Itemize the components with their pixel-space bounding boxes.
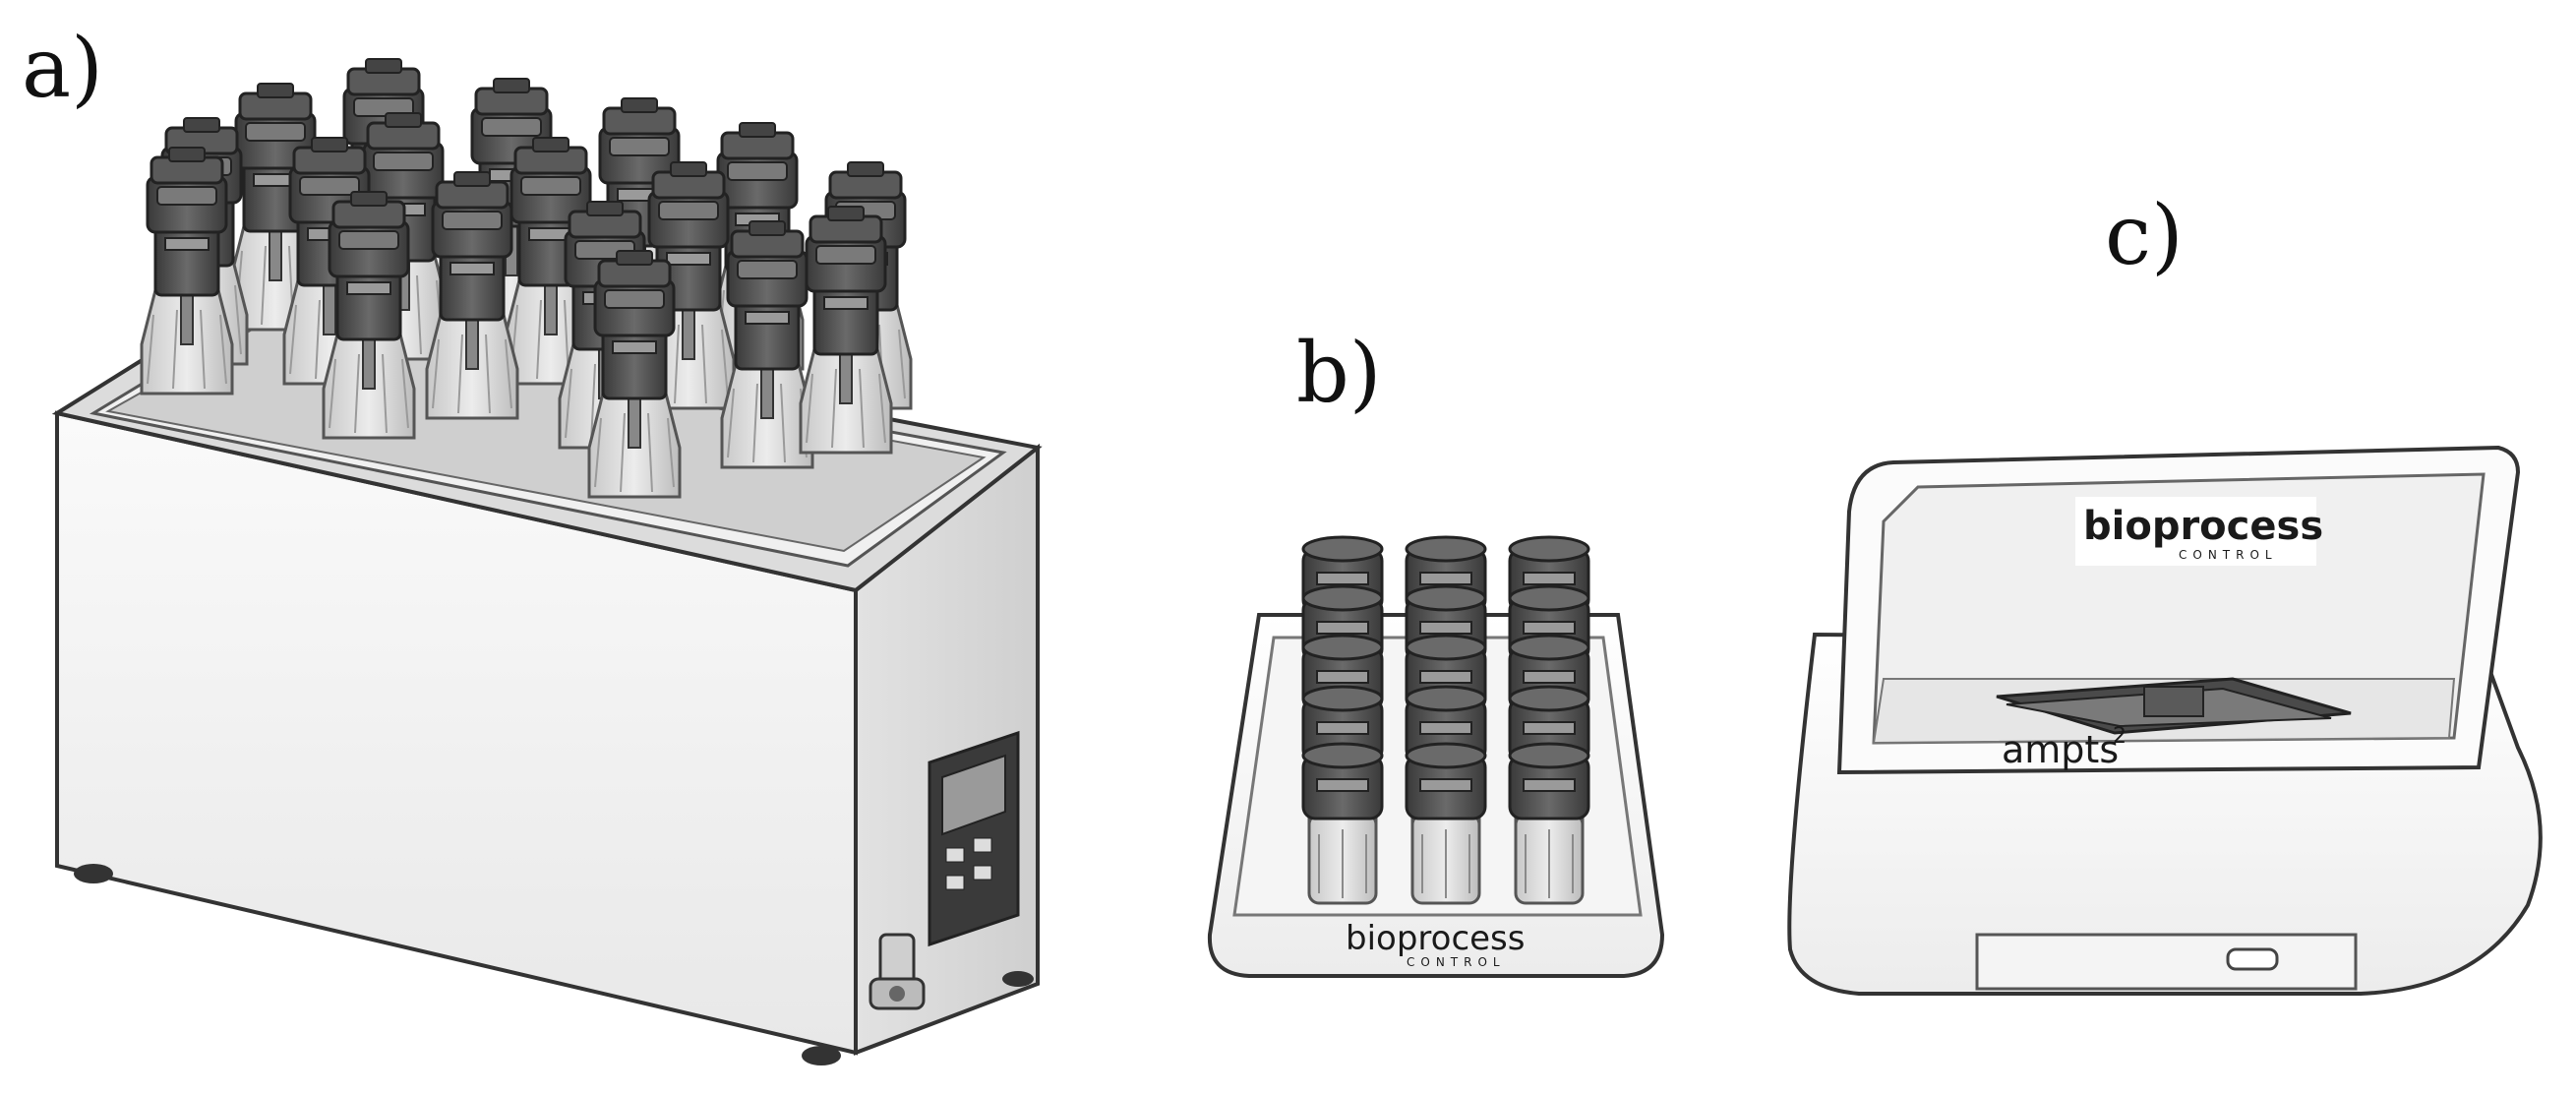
panel-label-b: b): [1296, 325, 1382, 421]
cell-brand-subname: CONTROL: [2179, 548, 2278, 562]
control-panel: [928, 730, 1020, 947]
flow-cell-icon: [1996, 677, 2352, 735]
panel-a: a): [22, 20, 1043, 1065]
flow-cell-unit: bioprocess CONTROL ampts 2: [1787, 445, 2543, 996]
product-name: ampts: [2002, 728, 2119, 771]
reactor-bottle-icon: [587, 249, 682, 499]
reactor-bottle-icon: [720, 219, 814, 469]
co2-vial-icon: [1405, 742, 1487, 905]
co2-vial-icon: [1301, 742, 1384, 905]
tray-brand-name: bioprocess: [1346, 919, 1525, 958]
reactor-bottle-icon: [140, 146, 234, 395]
reactor-bottle-icon: [425, 170, 519, 420]
cell-brand-name: bioprocess: [2083, 504, 2323, 549]
reactor-bottle-icon: [322, 190, 416, 440]
reactor-bottle-icon: [799, 205, 893, 455]
panel-c: c) bioprocess CONTROL ampts 2: [1787, 187, 2543, 996]
panel-label-c: c): [2105, 187, 2184, 283]
co2-vials: [1301, 535, 1590, 905]
co2-vial-icon: [1508, 742, 1590, 905]
product-superscript: 2: [2113, 724, 2127, 749]
drain-valve: [869, 933, 926, 1010]
panel-b: b) bioprocess CONTROL: [1207, 325, 1665, 978]
panel-label-a: a): [22, 20, 103, 116]
tray-brand-subname: CONTROL: [1407, 955, 1506, 969]
